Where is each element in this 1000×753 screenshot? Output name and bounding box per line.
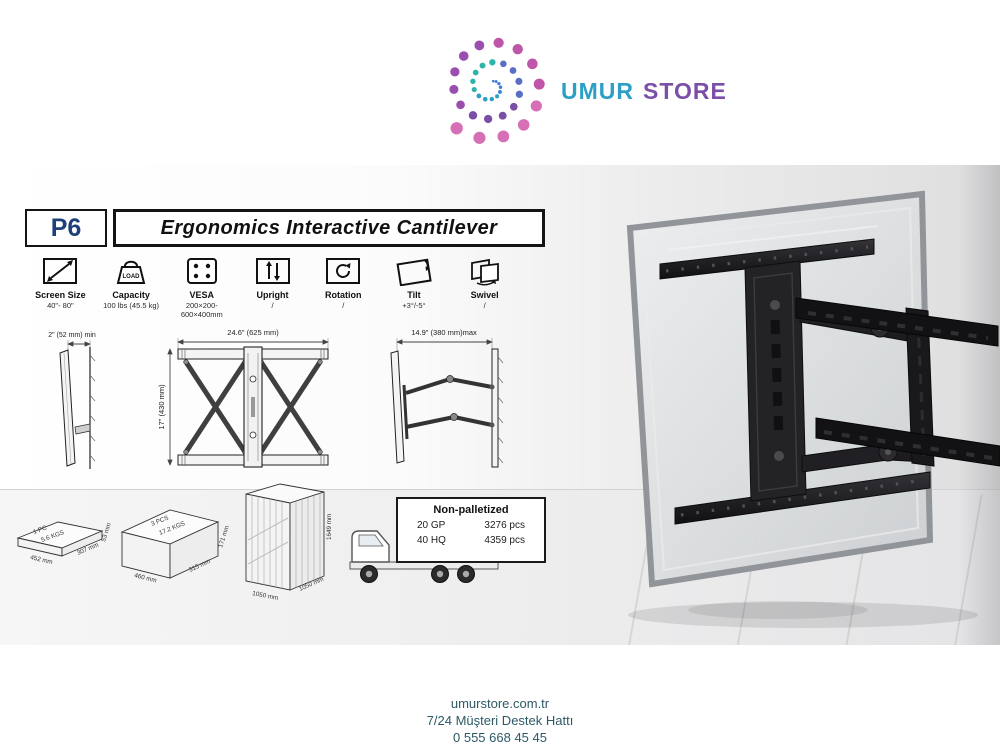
store-name-secondary: STORE — [643, 78, 727, 104]
spec-tilt: Tilt +3°/-5° — [379, 256, 450, 319]
spec-row: Screen Size 40"- 80" LOAD Capacity 100 l… — [25, 256, 520, 319]
spec-label: Rotation — [324, 290, 362, 300]
swivel-icon — [470, 258, 499, 286]
single-pack-length: 452 mm — [30, 554, 54, 566]
vesa-pattern-icon — [186, 258, 217, 284]
depth-min-label: 2" (52 mm) min — [48, 332, 96, 339]
load-capacity-icon: LOAD — [116, 260, 146, 284]
spec-label: Capacity — [112, 290, 150, 300]
footer: umurstore.com.tr 7/24 Müşteri Destek Hat… — [0, 695, 1000, 746]
spec-value: / — [342, 301, 345, 310]
tv-bracket-vertical — [905, 307, 935, 467]
truck-wheels — [360, 565, 475, 583]
pallet-slats — [251, 493, 321, 589]
carton-height: 171 mm — [217, 525, 231, 549]
spec-rotation: Rotation / — [308, 256, 379, 319]
product-photo — [626, 190, 1000, 628]
logo-spiral-icon — [449, 37, 545, 144]
tv-rail-top — [795, 297, 999, 347]
container-type: 20 GP — [417, 520, 446, 531]
single-pack-box: 1 PC 5.6 KGS 452 mm 307 mm 53 mm — [16, 521, 113, 566]
wall-rail-bottom — [674, 471, 931, 525]
spec-label: Screen Size — [35, 290, 86, 300]
spec-swivel: Swivel / — [449, 256, 520, 319]
tilt-icon — [396, 258, 432, 286]
spec-capacity: LOAD Capacity 100 lbs (45.5 kg) — [96, 256, 167, 319]
wall-rail-top — [659, 238, 875, 280]
spec-vesa: VESA 200×200-600×400mm — [166, 256, 237, 319]
photo-edge-shade — [958, 165, 1000, 645]
container-qty: 4359 pcs — [484, 535, 525, 546]
shipping-title: Non-palletized — [433, 504, 509, 516]
floor-shadow — [628, 602, 978, 628]
spec-value: 40"- 80" — [47, 301, 74, 310]
pallet-length: 1050 mm — [252, 590, 279, 602]
spec-value: 200×200-600×400mm — [180, 301, 223, 319]
spec-value: 100 lbs (45.5 kg) — [103, 301, 160, 310]
spec-value: / — [483, 301, 486, 310]
single-pack-qty: 1 PC — [32, 524, 48, 536]
screen-size-icon — [43, 258, 78, 284]
pallet-height: 1649 mm — [326, 514, 333, 540]
spec-label: Swivel — [470, 290, 499, 300]
container-qty: 3276 pcs — [484, 520, 525, 531]
upright-arrows-icon — [255, 258, 290, 284]
pallet-stack: 1649 mm 1050 mm 1050 mm — [245, 483, 333, 602]
spec-upright: Upright / — [237, 256, 308, 319]
dimension-drawings: 2" (52 mm) min 24.6" (625 mm) 17" (430 m… — [48, 328, 504, 469]
phone-number: 0 555 668 45 45 — [453, 730, 547, 745]
store-name-primary: UMUR — [561, 78, 634, 104]
spec-label: Tilt — [407, 290, 421, 300]
spec-label: Upright — [256, 290, 289, 300]
pallet-tape-lines — [247, 517, 289, 565]
spec-screen-size: Screen Size 40"- 80" — [25, 256, 96, 319]
height-label: 17" (430 mm) — [157, 384, 166, 430]
wall-mount-assembly — [659, 238, 1000, 525]
load-badge: LOAD — [123, 274, 141, 280]
store-logo: UMUR STORE — [424, 24, 727, 159]
extended-view-drawing: 14.9" (380 mm)max — [390, 328, 504, 468]
shipping-info-box: Non-palletized 20 GP 3276 pcs 40 HQ 4359… — [396, 497, 546, 563]
spec-label: VESA — [189, 290, 215, 300]
store-name: UMUR STORE — [561, 78, 727, 105]
shipping-row: 20 GP 3276 pcs — [398, 520, 544, 531]
product-title: Ergonomics Interactive Cantilever — [113, 209, 545, 247]
spec-value: +3°/-5° — [402, 301, 426, 310]
container-type: 40 HQ — [417, 535, 446, 546]
single-pack-height: 53 mm — [100, 522, 113, 542]
scissor-arms — [183, 359, 323, 455]
width-label: 24.6" (625 mm) — [227, 328, 279, 337]
website-url: umurstore.com.tr — [450, 696, 550, 711]
model-badge: P6 — [25, 209, 107, 247]
front-view-drawing: 24.6" (625 mm) 17" (430 mm) — [157, 328, 329, 468]
rotation-icon — [326, 258, 361, 284]
shipping-row: 40 HQ 4359 pcs — [398, 535, 544, 546]
extension-label: 14.9" (380 mm)max — [411, 328, 477, 337]
side-view-drawing: 2" (52 mm) min — [48, 332, 96, 469]
master-carton-box: 3 PCS 17.2 KGS 460 mm 315 mm 171 mm — [120, 509, 231, 584]
support-line: 7/24 Müşteri Destek Hattı — [426, 713, 574, 728]
packaging-drawings: 1 PC 5.6 KGS 452 mm 307 mm 53 mm 3 PCS 1… — [16, 483, 499, 602]
spec-value: / — [271, 301, 274, 310]
